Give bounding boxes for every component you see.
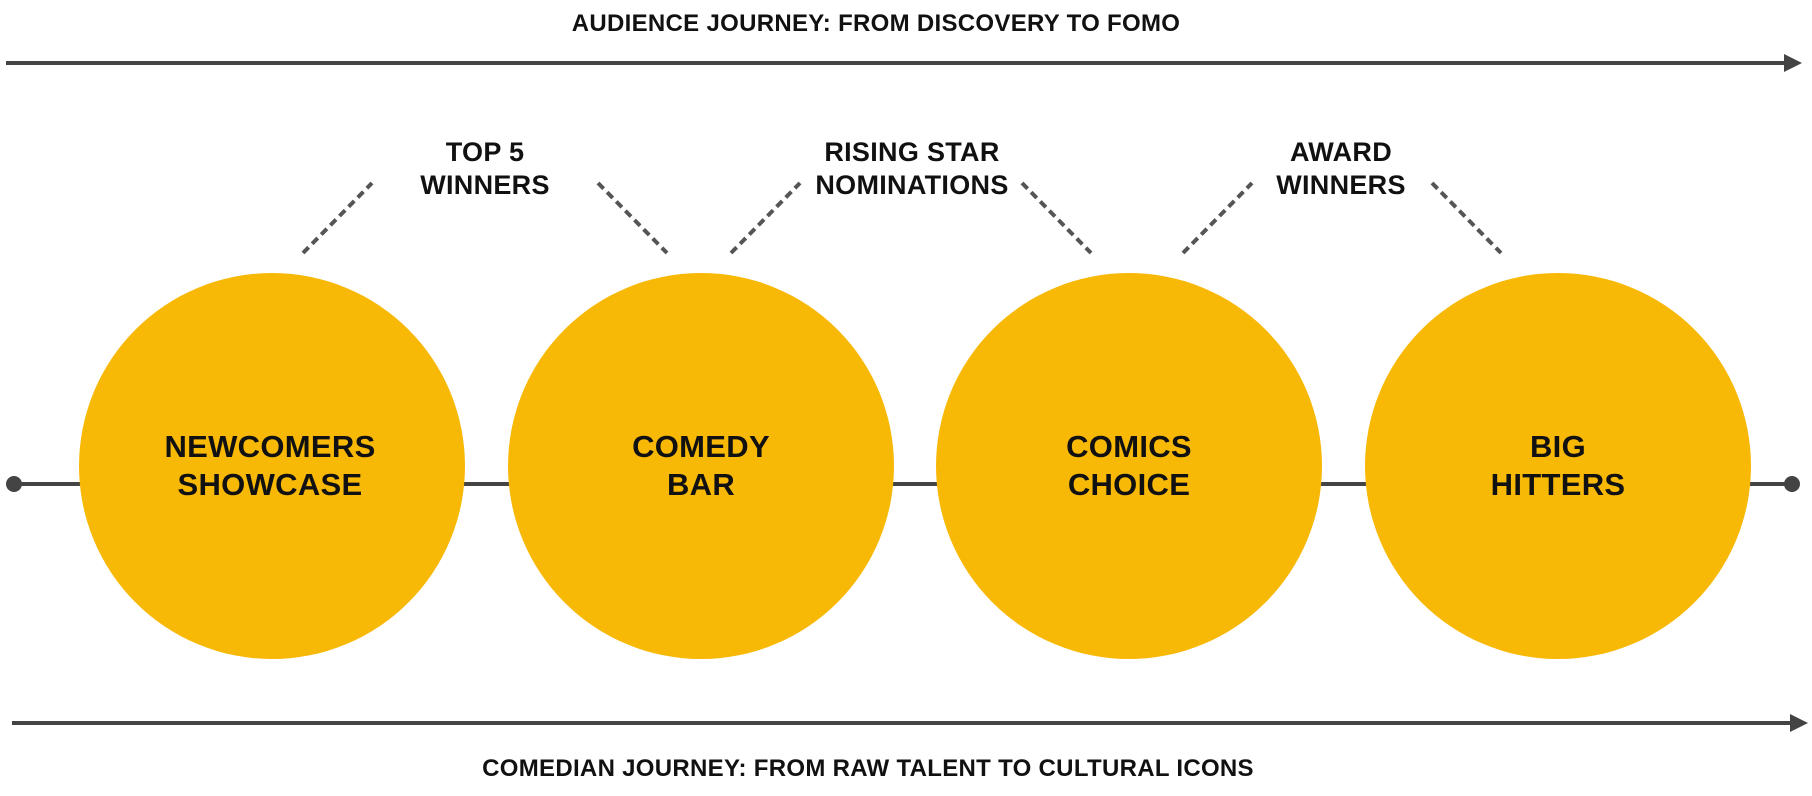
stage-label-line: HITTERS <box>1490 467 1626 502</box>
stage-label-line: BIG <box>1529 429 1586 464</box>
stage-label-comics-choice: COMICS CHOICE <box>1066 428 1192 504</box>
milestone-line: NOMINATIONS <box>815 170 1009 200</box>
timeline-start-dot <box>6 476 22 492</box>
audience-journey-arrow <box>6 54 1802 72</box>
stage-circle-comedy-bar <box>508 273 894 659</box>
connector-top5-left <box>301 181 374 255</box>
stage-label-line: SHOWCASE <box>177 467 363 502</box>
milestone-connectors <box>301 181 1503 255</box>
connector-top5-right <box>596 181 669 255</box>
stage-circle-comics-choice <box>936 273 1322 659</box>
stage-label-line: COMEDY <box>632 429 770 464</box>
milestone-line: WINNERS <box>1276 170 1406 200</box>
audience-journey-title: AUDIENCE JOURNEY: FROM DISCOVERY TO FOMO <box>571 10 1181 37</box>
stage-label-line: CHOICE <box>1067 467 1191 502</box>
milestone-line: TOP 5 <box>445 137 525 167</box>
connector-rising-left <box>729 181 802 255</box>
milestone-rising-star: RISING STAR NOMINATIONS <box>815 136 1008 202</box>
comedian-journey-title: COMEDIAN JOURNEY: FROM RAW TALENT TO CUL… <box>482 755 1254 782</box>
milestone-line: RISING STAR <box>824 137 1000 167</box>
stage-circles <box>79 273 1751 659</box>
stage-label-big-hitters: BIG HITTERS <box>1491 428 1626 504</box>
milestone-line: AWARD <box>1289 137 1392 167</box>
connector-rising-right <box>1020 181 1093 255</box>
stage-label-newcomers: NEWCOMERS SHOWCASE <box>164 428 375 504</box>
comedian-journey-arrow <box>12 714 1808 732</box>
stage-label-line: COMICS <box>1066 429 1192 464</box>
connector-award-right <box>1430 181 1503 255</box>
milestone-top5-winners: TOP 5 WINNERS <box>420 136 550 202</box>
stage-circle-big-hitters <box>1365 273 1751 659</box>
connector-award-left <box>1181 181 1254 255</box>
stage-label-line: NEWCOMERS <box>164 429 376 464</box>
stage-circle-newcomers <box>79 273 465 659</box>
stage-label-comedy-bar: COMEDY BAR <box>632 428 770 504</box>
milestone-award-winners: AWARD WINNERS <box>1276 136 1406 202</box>
stage-label-line: BAR <box>666 467 736 502</box>
timeline-end-dot <box>1784 476 1800 492</box>
milestone-line: WINNERS <box>420 170 550 200</box>
